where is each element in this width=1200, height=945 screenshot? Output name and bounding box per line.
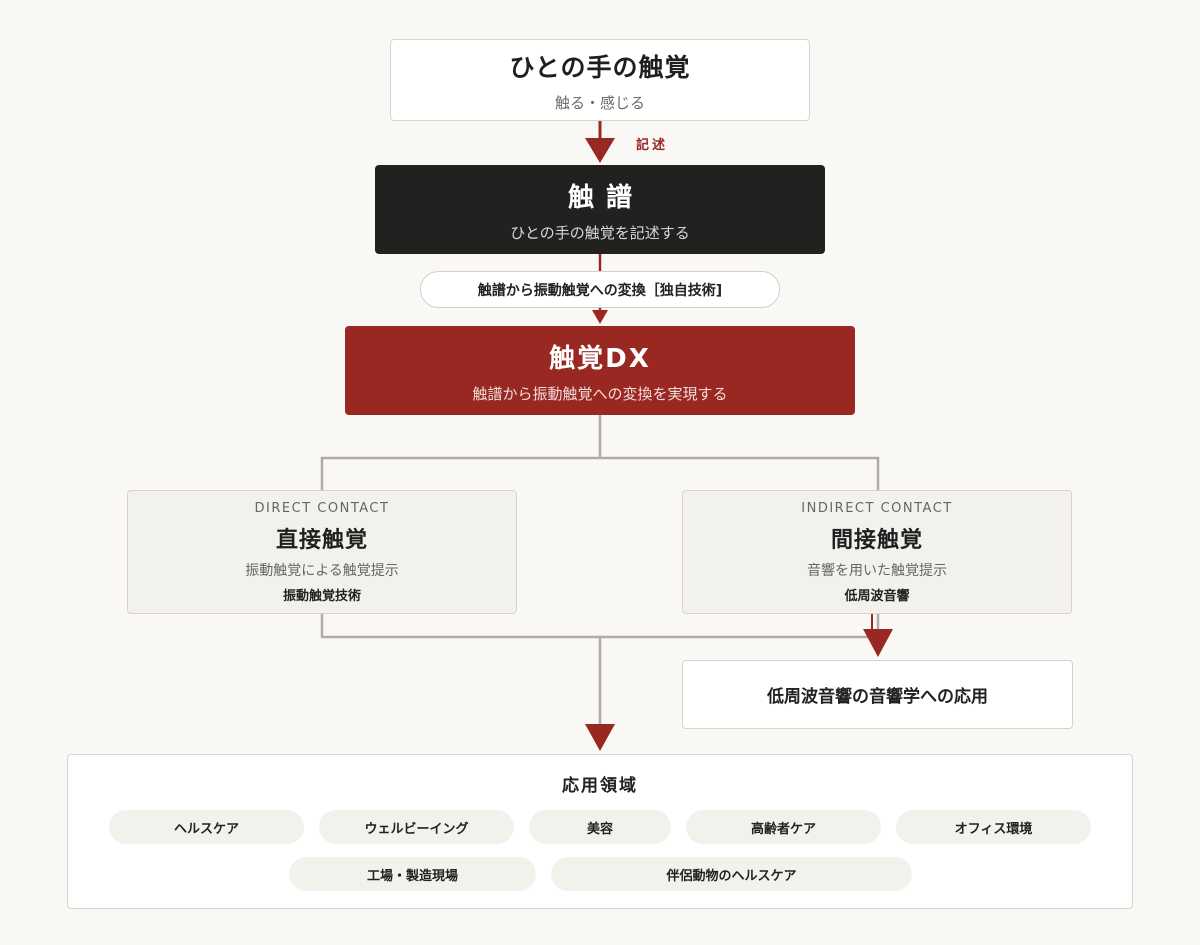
pill-proprietary-tech: 触譜から振動触覚への変換［独自技術] xyxy=(420,271,780,308)
node-haptic-dx: 触覚DX 触譜から振動触覚への変換を実現する xyxy=(345,326,855,415)
arrow-indirect-lf-icon xyxy=(863,629,893,657)
chip-wellbeing: ウェルビーイング xyxy=(319,810,514,844)
direct-en-label: DIRECT CONTACT xyxy=(254,500,390,516)
chip-pet-healthcare: 伴侶動物のヘルスケア xyxy=(551,857,912,891)
connector-merge xyxy=(320,614,878,639)
applications-panel: 応用領域 ヘルスケア ウェルビーイング 美容 高齢者ケア オフィス環境 工場・製… xyxy=(67,754,1133,909)
chip-office: オフィス環境 xyxy=(896,810,1091,844)
indirect-en-label: INDIRECT CONTACT xyxy=(801,500,953,516)
node-human-touch: ひとの手の触覚 触る・感じる xyxy=(390,39,810,121)
indirect-subtitle: 音響を用いた触覚提示 xyxy=(807,562,947,579)
node-shokufu-title: 触譜 xyxy=(567,182,644,213)
chip-beauty: 美容 xyxy=(529,810,671,844)
direct-tech: 振動触覚技術 xyxy=(282,588,361,604)
edge-label-describe: 記述 xyxy=(636,138,669,153)
connector-branch xyxy=(320,456,880,490)
direct-title: 直接触覚 xyxy=(275,527,368,553)
node-haptic-dx-subtitle: 触譜から振動触覚への変換を実現する xyxy=(472,384,728,403)
chip-factory: 工場・製造現場 xyxy=(289,857,536,891)
direct-subtitle: 振動触覚による触覚提示 xyxy=(245,562,399,579)
node-human-touch-subtitle: 触る・感じる xyxy=(554,93,645,112)
chip-elderly-care: 高齢者ケア xyxy=(686,810,881,844)
arrow-pill-dx-icon xyxy=(592,310,608,324)
indirect-title: 間接触覚 xyxy=(830,527,923,553)
applications-title: 応用領域 xyxy=(562,776,638,796)
node-direct-contact: DIRECT CONTACT 直接触覚 振動触覚による触覚提示 振動触覚技術 xyxy=(127,490,517,614)
arrow-applications-icon xyxy=(585,724,615,751)
node-shokufu: 触譜 ひとの手の触覚を記述する xyxy=(375,165,825,254)
node-human-touch-title: ひとの手の触覚 xyxy=(509,52,691,82)
node-shokufu-subtitle: ひとの手の触覚を記述する xyxy=(510,223,690,242)
arrow-top-fu-icon xyxy=(585,138,615,163)
node-lowfreq-application: 低周波音響の音響学への応用 xyxy=(682,660,1073,729)
node-indirect-contact: INDIRECT CONTACT 間接触覚 音響を用いた触覚提示 低周波音響 xyxy=(682,490,1072,614)
chip-healthcare: ヘルスケア xyxy=(109,810,304,844)
indirect-tech: 低周波音響 xyxy=(844,588,910,604)
node-haptic-dx-title: 触覚DX xyxy=(549,343,651,374)
